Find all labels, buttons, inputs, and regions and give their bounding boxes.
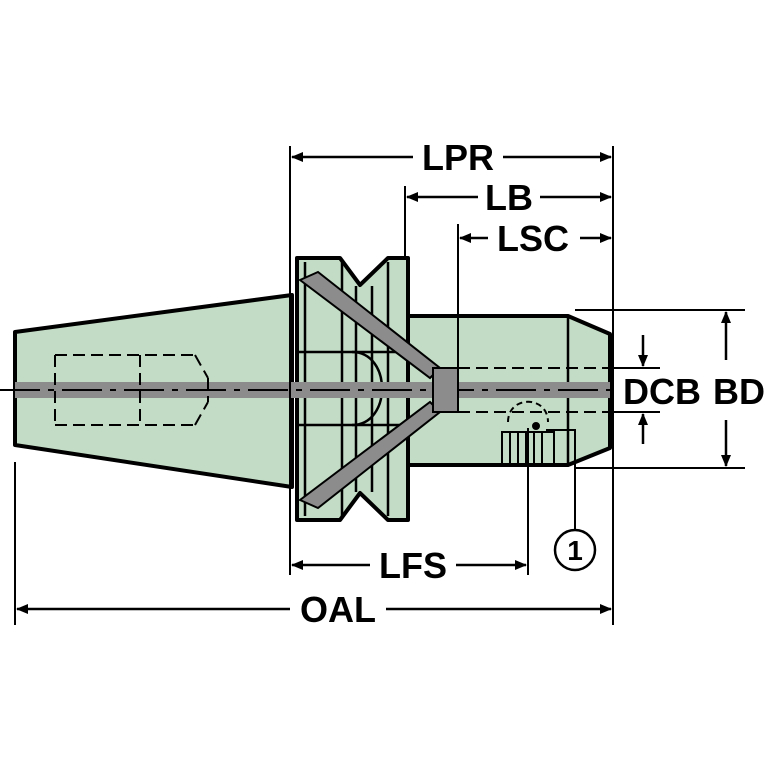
centerline	[0, 382, 615, 398]
lb-label: LB	[485, 177, 533, 218]
oal-label: OAL	[300, 589, 376, 630]
dim-lb: LB	[406, 177, 612, 218]
dcb-label: DCB	[623, 371, 701, 412]
nose-bore	[458, 367, 610, 413]
dim-lpr: LPR	[291, 137, 612, 178]
lfs-label: LFS	[379, 545, 447, 586]
taper-bore	[54, 354, 209, 426]
callout-number: 1	[567, 535, 583, 566]
dim-bd: BD	[713, 311, 765, 467]
callout-1: 1	[546, 429, 597, 572]
dim-lsc: LSC	[459, 218, 612, 259]
dim-lfs: LFS	[291, 545, 527, 586]
collet-seat	[432, 367, 459, 413]
extension-lines	[14, 146, 745, 625]
lsc-label: LSC	[497, 218, 569, 259]
bd-label: BD	[713, 371, 765, 412]
dim-oal: OAL	[16, 589, 612, 630]
dim-dcb: DCB	[623, 335, 701, 444]
lpr-label: LPR	[422, 137, 494, 178]
